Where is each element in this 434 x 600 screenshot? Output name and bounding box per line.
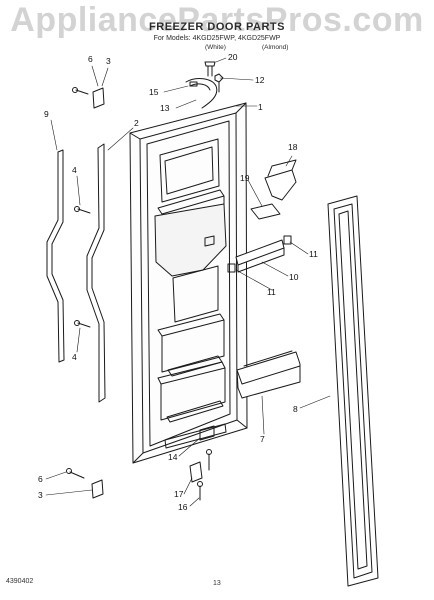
ice-chute <box>250 159 297 220</box>
callout-4-top: 4 <box>72 165 77 175</box>
models-line: For Models: 4KGD25FWP, 4KGD25FWP <box>153 35 281 42</box>
door-bin <box>236 350 301 399</box>
screw-lower <box>74 320 91 328</box>
callout-6-bottom: 6 <box>38 474 43 484</box>
color-1: (White) <box>205 44 226 51</box>
callout-3-bottom: 3 <box>38 490 43 500</box>
callout-19: 19 <box>240 173 250 183</box>
trim-strip <box>46 149 65 363</box>
callout-11-left: 11 <box>267 287 276 297</box>
watermark: AppliancePartsPros.com <box>10 1 424 39</box>
callout-2: 2 <box>134 118 139 128</box>
callout-15: 15 <box>149 87 159 97</box>
callout-11-right: 11 <box>309 249 318 259</box>
callout-8: 8 <box>293 404 298 414</box>
callout-9: 9 <box>44 109 49 119</box>
callout-7: 7 <box>260 434 265 444</box>
callout-6-top: 6 <box>88 54 93 64</box>
document-number: 4390402 <box>6 578 34 585</box>
diagram-title: FREEZER DOOR PARTS <box>149 21 285 33</box>
bottom-hinge <box>189 425 215 501</box>
callout-10: 10 <box>289 272 299 282</box>
door-gasket <box>327 195 379 587</box>
callout-20: 20 <box>228 52 238 62</box>
shelf-rail <box>227 235 292 273</box>
model-1: 4KGD25FWP <box>192 35 235 42</box>
upper-bracket <box>72 87 105 109</box>
callout-18: 18 <box>288 142 298 152</box>
model-2: 4KGD25FWP <box>237 35 281 42</box>
callout-16: 16 <box>178 502 188 512</box>
lower-bracket <box>66 468 104 499</box>
callout-12: 12 <box>255 75 265 85</box>
leader-lines <box>45 57 331 507</box>
door-assembly <box>129 102 248 464</box>
color-2: (Almond) <box>262 44 289 51</box>
models-label: For Models: <box>153 35 191 42</box>
top-wiring <box>185 61 224 109</box>
callout-3-top: 3 <box>106 56 111 66</box>
callout-numbers: 6 3 9 2 4 4 20 12 15 13 1 18 19 11 10 11… <box>38 52 318 512</box>
callout-17: 17 <box>174 489 184 499</box>
callout-13: 13 <box>160 103 170 113</box>
callout-14: 14 <box>168 452 178 462</box>
screw-upper <box>74 206 91 214</box>
page-number: 13 <box>213 580 221 587</box>
callout-1: 1 <box>258 102 263 112</box>
door-handle <box>86 143 106 403</box>
callout-4-bottom: 4 <box>72 352 77 362</box>
